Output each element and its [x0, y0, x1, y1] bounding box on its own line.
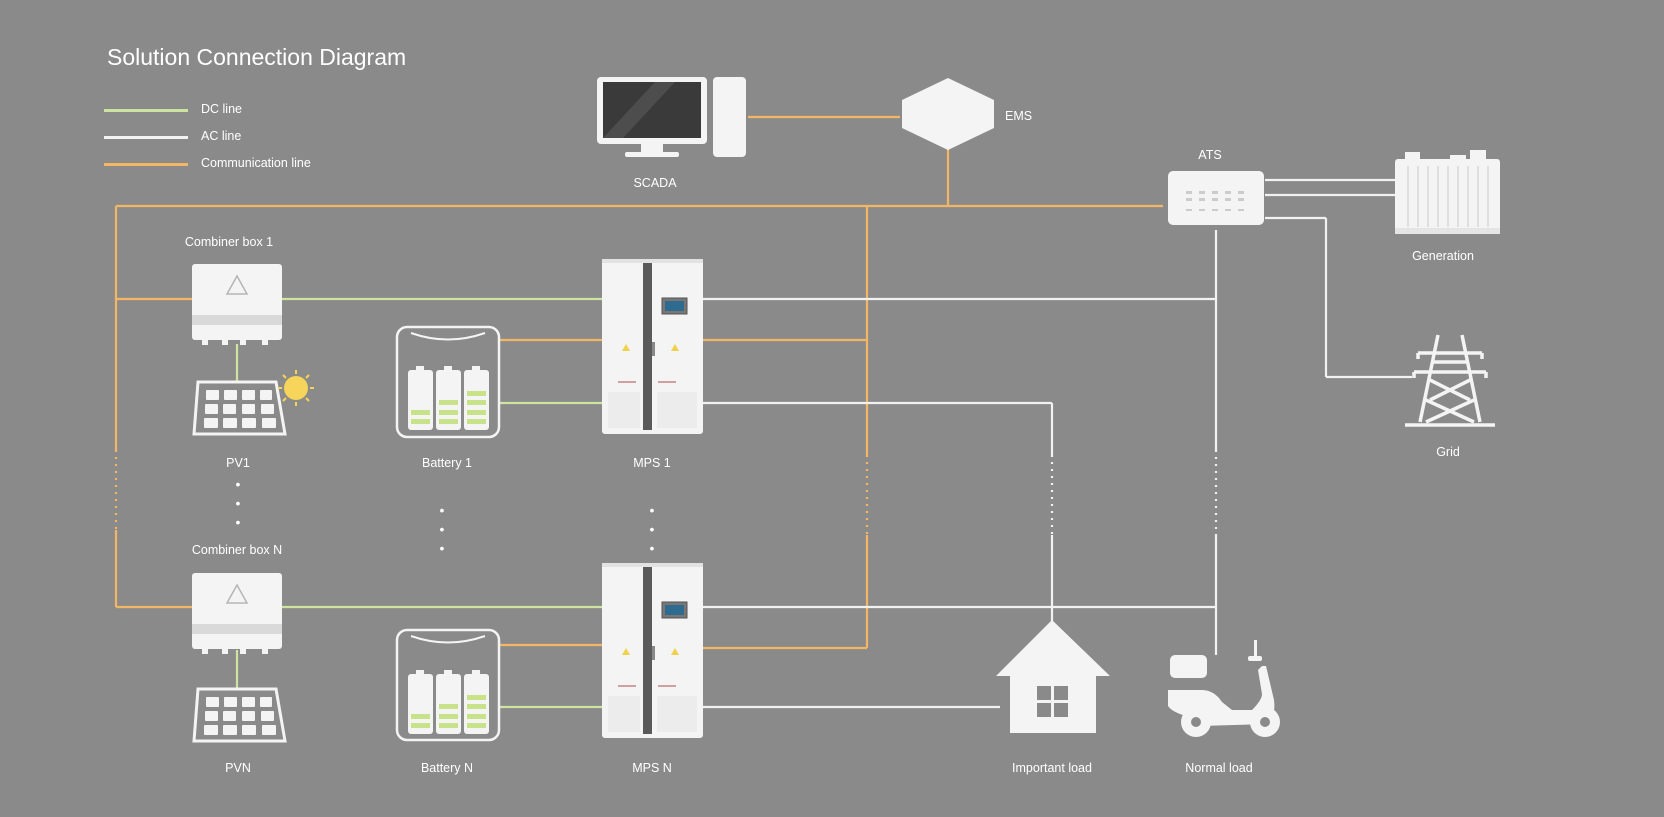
battery-n-icon — [395, 628, 501, 742]
label-pvn: PVN — [225, 761, 251, 775]
legend-label-ac: AC line — [201, 129, 242, 143]
battery-1-icon — [395, 325, 501, 439]
dc-lines — [235, 297, 602, 709]
legend-item-communication-line: Communication line — [104, 155, 344, 173]
pvn-panel-icon — [192, 687, 287, 743]
legend-swatch-ac — [104, 136, 188, 139]
label-combiner-box-1: Combiner box 1 — [184, 235, 274, 249]
communication-lines — [114, 115, 1163, 650]
label-grid: Grid — [1436, 445, 1460, 459]
label-battery-1: Battery 1 — [421, 456, 473, 470]
mps-1-cabinet-icon — [602, 259, 703, 434]
ac-lines — [700, 178, 1412, 709]
label-ats: ATS — [1198, 148, 1222, 162]
ats-switch-icon — [1168, 171, 1264, 225]
label-battery-n: Battery N — [420, 761, 474, 775]
diagram-title: Solution Connection Diagram — [107, 44, 407, 70]
legend-label-communication: Communication line — [201, 156, 311, 170]
pv1-panel-icon — [192, 380, 287, 436]
label-combiner-box-n: Combiner box N — [191, 543, 283, 557]
legend-item-ac-line: AC line — [104, 128, 344, 146]
sun-icon — [278, 370, 314, 406]
generator-icon — [1395, 150, 1500, 234]
legend-swatch-dc — [104, 109, 188, 112]
label-ems: EMS — [1005, 109, 1033, 123]
combiner-box-n-icon — [192, 573, 282, 654]
legend-label-dc: DC line — [201, 102, 242, 116]
label-mps-1: MPS 1 — [633, 456, 671, 470]
scooter-icon — [1168, 640, 1280, 737]
legend-item-dc-line: DC line — [104, 101, 344, 119]
mps-n-cabinet-icon — [602, 563, 703, 738]
legend-swatch-communication — [104, 163, 188, 166]
scada-monitor-icon — [597, 77, 707, 157]
label-important-load: Important load — [1012, 761, 1092, 775]
ellipsis-dots-battery: ••• — [439, 502, 445, 556]
ellipsis-dots-pv: ••• — [235, 476, 241, 530]
ellipsis-dots-mps: ••• — [649, 502, 655, 556]
label-normal-load: Normal load — [1185, 761, 1253, 775]
ems-hexagon-icon — [902, 78, 994, 150]
label-mps-n: MPS N — [632, 761, 672, 775]
house-icon — [996, 620, 1110, 733]
scada-tower-icon — [713, 77, 746, 157]
grid-tower-icon — [1405, 334, 1495, 427]
label-generation: Generation — [1412, 249, 1474, 263]
combiner-box-1-icon — [192, 264, 282, 345]
label-pv1: PV1 — [226, 456, 250, 470]
label-scada: SCADA — [633, 176, 677, 190]
